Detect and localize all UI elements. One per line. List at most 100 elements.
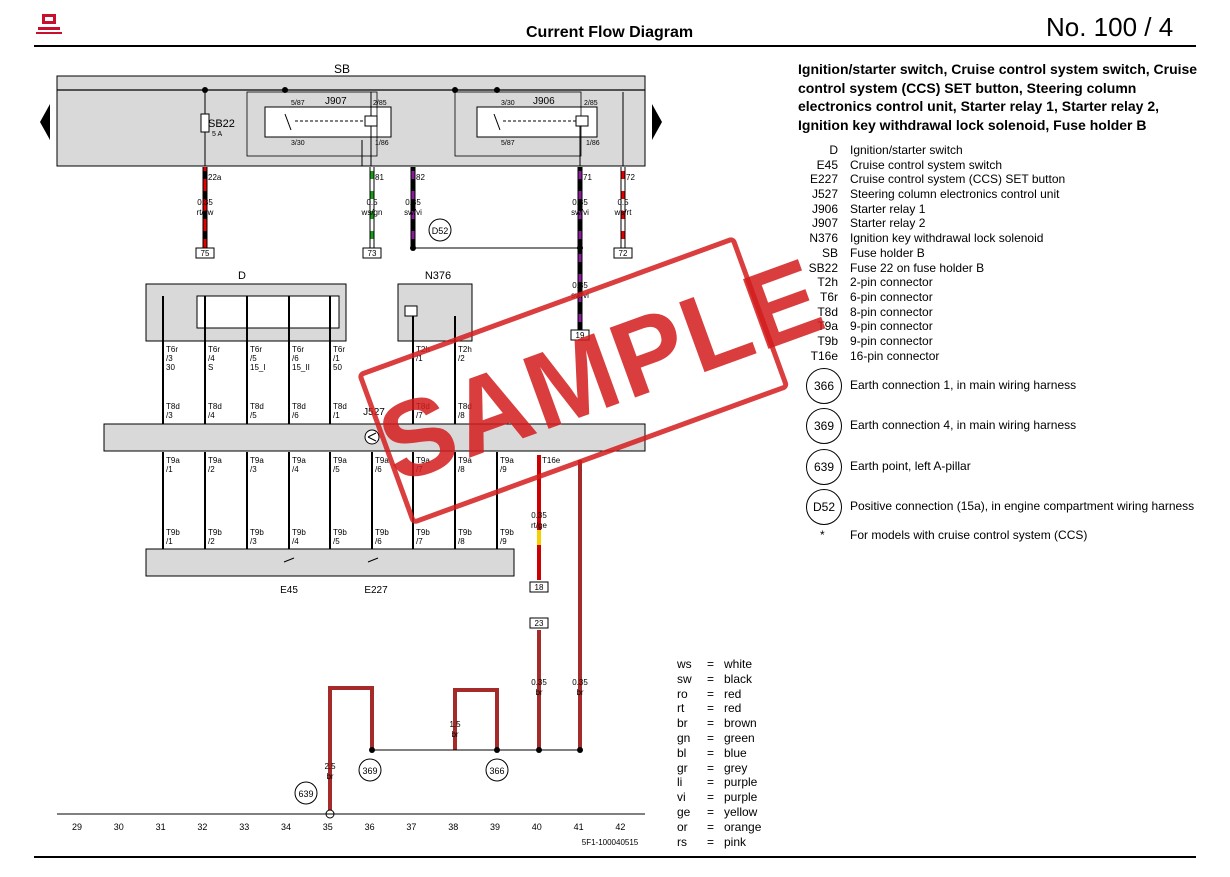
sb-output-dest xyxy=(362,247,382,259)
wire-color-abbr: rs xyxy=(677,834,687,849)
ground-wire-gauge: 2.5 xyxy=(324,762,336,771)
t9b-conn: T9b xyxy=(416,528,430,537)
t9a-pin: /2 xyxy=(208,465,215,474)
wire-color-name: orange xyxy=(724,819,762,834)
ground-wire-source-text: 23 xyxy=(535,619,544,628)
equals-sign: = xyxy=(707,701,715,716)
earth-point-code: D52 xyxy=(806,489,842,525)
t9b-conn: T9b xyxy=(500,528,514,537)
wire-color-abbr: sw xyxy=(677,671,692,686)
sb-output-gauge: 0.35 xyxy=(572,198,588,207)
t8d-pin: /3 xyxy=(166,411,173,420)
next-page-arrow-icon[interactable] xyxy=(652,104,662,140)
relay-pin-label: 1/86 xyxy=(586,140,600,147)
wire-color-name: purple xyxy=(724,775,758,790)
equals-sign: = xyxy=(707,716,715,731)
connection-d52-label: D52 xyxy=(432,226,449,236)
relay-pin-label: 2/85 xyxy=(584,100,598,107)
ground-wire-color: br xyxy=(326,772,333,781)
ruler-number: 29 xyxy=(72,822,82,832)
sb-output-dest xyxy=(195,247,215,259)
sb-output-color: sw/vi xyxy=(571,208,589,217)
d52-branch-dest xyxy=(570,329,590,341)
legend-code: N376 xyxy=(809,231,838,246)
legend-text: 9-pin connector xyxy=(850,319,933,334)
ruler-number: 30 xyxy=(114,822,124,832)
solenoid-conn: T2h xyxy=(416,345,430,354)
wire-color-abbr: ro xyxy=(677,686,688,701)
t9b-pin: /4 xyxy=(292,537,299,546)
earth-point-text: Earth connection 1, in main wiring harne… xyxy=(850,378,1077,392)
wire-color-abbr: ws xyxy=(677,657,692,671)
t9a-conn: T9a xyxy=(416,456,430,465)
sb-output-gauge: 0.5 xyxy=(366,198,378,207)
legend-code: J906 xyxy=(811,201,838,216)
t8d-pin: /8 xyxy=(458,411,465,420)
d52-branch-dest-text: 19 xyxy=(576,331,585,340)
page-title: Current Flow Diagram xyxy=(526,24,694,41)
t9a-pin: /7 xyxy=(416,465,423,474)
t9b-pin: /5 xyxy=(333,537,340,546)
legend-text: Fuse 22 on fuse holder B xyxy=(850,260,985,275)
legend-code: E45 xyxy=(816,157,838,172)
wire-color-abbr: vi xyxy=(677,790,686,805)
t8d-pin: /1 xyxy=(333,411,340,420)
sb-output-gauge: 0.35 xyxy=(197,198,213,207)
t16e-dest-text: 18 xyxy=(535,583,544,592)
sb-output-dest-text: 73 xyxy=(368,249,377,258)
wire-color-name: white xyxy=(724,657,753,671)
t8d-pin: /7 xyxy=(416,411,423,420)
legend-text: Steering column electronics control unit xyxy=(850,187,1060,202)
wire-color-name: red xyxy=(724,686,742,701)
wire-color-name: brown xyxy=(724,716,757,731)
relay-pin-label: 3/30 xyxy=(501,100,515,107)
relay-pin-label: 5/87 xyxy=(501,140,515,147)
t9a-pin: /4 xyxy=(292,465,299,474)
wire-color-name: grey xyxy=(724,760,748,775)
solenoid-pin: /1 xyxy=(416,354,423,363)
ruler-number: 36 xyxy=(365,822,375,832)
footnote-symbol: * xyxy=(820,528,825,542)
t8d-pin: /6 xyxy=(292,411,299,420)
legend-text: Fuse holder B xyxy=(850,245,925,260)
legend-text: Cruise control system switch xyxy=(850,157,1003,172)
brand-logo xyxy=(36,14,62,36)
relay-pin-label: 1/86 xyxy=(375,140,389,147)
wire-color-name: green xyxy=(724,730,755,745)
ground-wire-color: br xyxy=(535,688,542,697)
t8d-conn: T8d xyxy=(333,402,347,411)
sb-output-pin: 81 xyxy=(375,173,384,182)
ruler-number: 41 xyxy=(574,822,584,832)
legend-code: T8d xyxy=(817,304,838,319)
equals-sign: = xyxy=(707,745,715,760)
t9a-conn: T9a xyxy=(166,456,180,465)
t16e-dest xyxy=(529,581,549,593)
wire-color-name: red xyxy=(724,701,742,716)
ruler-number: 31 xyxy=(156,822,166,832)
ground-wire-color: br xyxy=(451,730,458,739)
previous-page-arrow-icon[interactable] xyxy=(40,104,50,140)
switch-d-pin: /4 xyxy=(208,354,215,363)
ruler-number: 37 xyxy=(406,822,416,832)
t9b-pin: /6 xyxy=(375,537,382,546)
legend-text: 9-pin connector xyxy=(850,333,933,348)
legend-code: D xyxy=(829,143,838,157)
t9a-pin: /1 xyxy=(166,465,173,474)
legend-code: T2h xyxy=(817,275,838,290)
t9a-pin: /5 xyxy=(333,465,340,474)
sb-output-pin: 22a xyxy=(208,173,222,182)
fuse-sb22-label: SB22 xyxy=(208,118,235,130)
wire-color-abbr: bl xyxy=(677,745,687,760)
ground-wire-gauge: 1.5 xyxy=(449,720,461,729)
earth-point-text: Earth connection 4, in main wiring harne… xyxy=(850,418,1077,432)
t9a-conn: T9a xyxy=(375,456,389,465)
legend-text: Ignition/starter switch xyxy=(850,143,963,157)
equals-sign: = xyxy=(707,804,715,819)
solenoid-conn: T2h xyxy=(458,345,472,354)
ruler-number: 34 xyxy=(281,822,291,832)
relay-pin-label: 3/30 xyxy=(291,140,305,147)
wire-color-name: yellow xyxy=(724,804,758,819)
fuse-sb22-rating: 5 A xyxy=(212,131,222,138)
sb-output-pin: 82 xyxy=(416,173,425,182)
